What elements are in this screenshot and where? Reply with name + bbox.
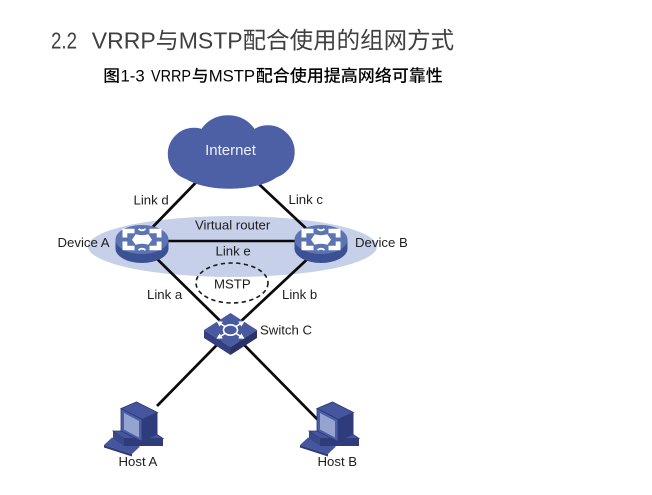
svg-text:Internet: Internet bbox=[205, 142, 257, 159]
svg-text:Switch C: Switch C bbox=[260, 323, 313, 338]
svg-text:MSTP: MSTP bbox=[179, 28, 243, 54]
svg-text:VRRP: VRRP bbox=[151, 67, 191, 86]
svg-text:Link c: Link c bbox=[289, 192, 324, 207]
svg-text:Host B: Host B bbox=[318, 454, 358, 469]
svg-text:Link d: Link d bbox=[134, 192, 169, 207]
svg-text:1-3: 1-3 bbox=[121, 67, 145, 86]
svg-text:VRRP: VRRP bbox=[92, 28, 156, 54]
svg-text:Device A: Device A bbox=[58, 235, 110, 250]
svg-text:Link b: Link b bbox=[282, 287, 317, 302]
svg-text:Host A: Host A bbox=[119, 454, 158, 469]
svg-text:2.2: 2.2 bbox=[51, 28, 77, 54]
svg-text:MSTP: MSTP bbox=[214, 277, 251, 292]
svg-text:Link a: Link a bbox=[147, 287, 183, 302]
svg-text:Link e: Link e bbox=[216, 244, 251, 259]
svg-text:Virtual router: Virtual router bbox=[195, 218, 271, 233]
svg-text:Device B: Device B bbox=[355, 235, 408, 250]
svg-text:MSTP: MSTP bbox=[209, 67, 255, 86]
